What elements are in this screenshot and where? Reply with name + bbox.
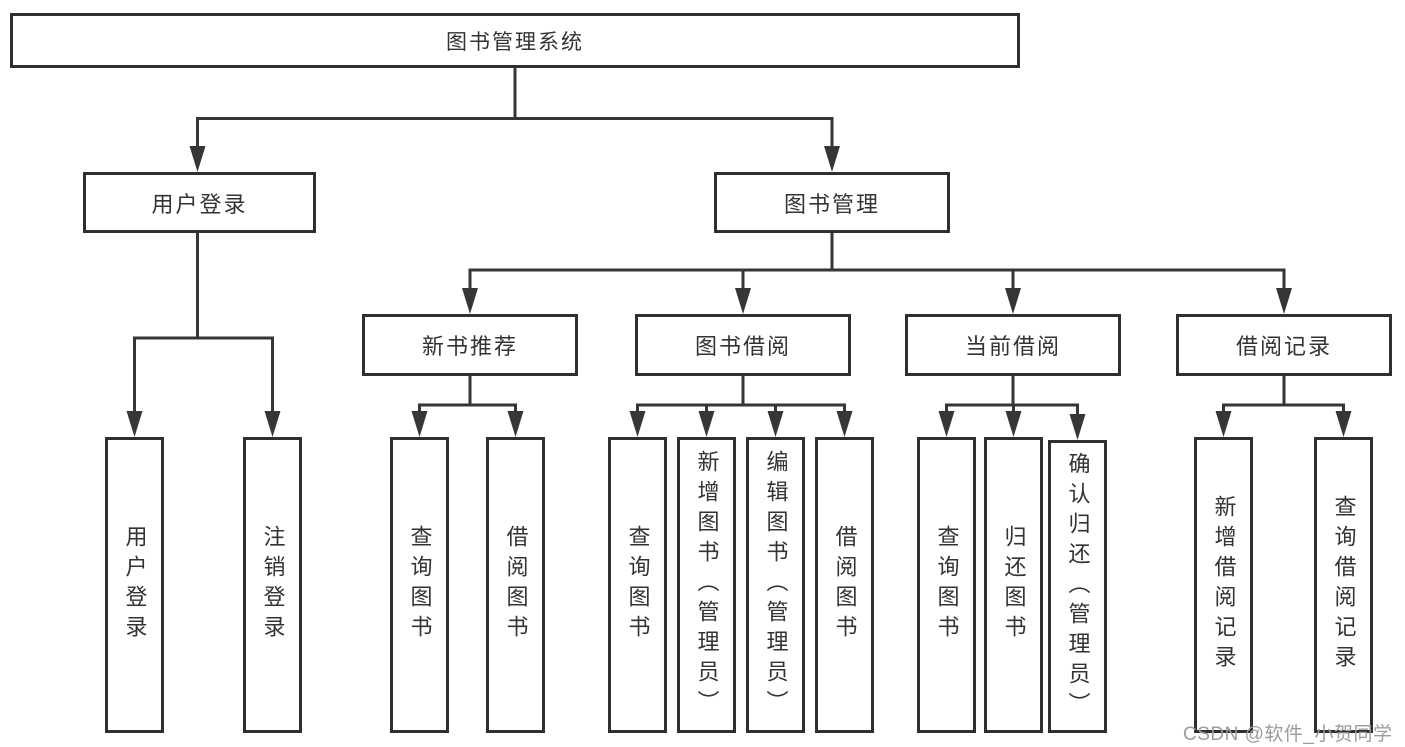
arrow-head: [824, 146, 840, 172]
leaf-user-login: 用户登录: [105, 437, 164, 733]
arrow-head: [629, 411, 646, 437]
arrow-heads: [126, 146, 1352, 440]
leaf-return-book: 归还图书: [984, 437, 1043, 733]
arrow-head: [126, 411, 143, 437]
leaf-edit-book-admin-label: 编辑图书（管理员）: [763, 450, 789, 720]
leaf-add-book-admin-label: 新增图书（管理员）: [694, 450, 720, 720]
arrow-head: [1005, 411, 1022, 437]
leaf-query-borrow-record: 查询借阅记录: [1314, 437, 1373, 733]
leaf-borrow-book: 借阅图书: [815, 437, 874, 733]
arrow-head: [735, 288, 751, 314]
arrow-head: [411, 411, 428, 437]
node-book-borrow: 图书借阅: [635, 314, 851, 376]
leaf-query-book-borrow: 查询图书: [608, 437, 667, 733]
leaf-logout-login: 注销登录: [243, 437, 302, 733]
leaf-query-book-recommend: 查询图书: [390, 437, 449, 733]
leaf-add-borrow-record: 新增借阅记录: [1194, 437, 1253, 733]
leaf-add-borrow-record-label: 新增借阅记录: [1211, 495, 1237, 675]
node-current-borrow-label: 当前借阅: [964, 334, 1061, 359]
arrow-head: [507, 411, 524, 437]
csdn-watermark: CSDN @软件_小贺同学: [1183, 724, 1393, 745]
arrow-head: [1005, 288, 1021, 314]
leaf-add-book-admin: 新增图书（管理员）: [677, 437, 736, 733]
node-new-book-recommend: 新书推荐: [362, 314, 578, 376]
node-borrow-record-label: 借阅记录: [1235, 334, 1332, 359]
leaf-return-book-label: 归还图书: [1001, 525, 1027, 645]
node-new-book-recommend-label: 新书推荐: [421, 334, 518, 359]
leaf-query-book-current-label: 查询图书: [934, 525, 960, 645]
node-root: 图书管理系统: [10, 13, 1020, 68]
node-current-borrow: 当前借阅: [905, 314, 1121, 376]
node-book-management: 图书管理: [714, 172, 950, 233]
leaf-borrow-book-recommend: 借阅图书: [486, 437, 545, 733]
leaf-edit-book-admin: 编辑图书（管理员）: [746, 437, 805, 733]
arrow-head: [1276, 288, 1292, 314]
arrow-head: [264, 411, 281, 437]
leaf-user-login-label: 用户登录: [122, 525, 148, 645]
arrow-head: [462, 288, 478, 314]
arrow-head: [767, 411, 784, 437]
leaf-query-book-borrow-label: 查询图书: [625, 525, 651, 645]
arrow-head: [698, 411, 715, 437]
leaf-query-book-recommend-label: 查询图书: [407, 525, 433, 645]
node-book-borrow-label: 图书借阅: [694, 334, 791, 359]
arrow-head: [1335, 411, 1352, 437]
node-root-label: 图书管理系统: [446, 30, 584, 54]
leaf-borrow-book-label: 借阅图书: [832, 525, 858, 645]
leaf-query-book-current: 查询图书: [917, 437, 976, 733]
arrow-head: [189, 146, 206, 172]
leaf-borrow-book-recommend-label: 借阅图书: [503, 525, 529, 645]
arrow-head: [938, 411, 955, 437]
leaf-confirm-return-admin-label: 确认归还（管理员）: [1065, 451, 1091, 722]
leaf-logout-login-label: 注销登录: [260, 525, 286, 645]
leaf-query-borrow-record-label: 查询借阅记录: [1331, 495, 1357, 675]
connector-segments: [133, 68, 1345, 418]
node-book-management-label: 图书管理: [783, 191, 880, 217]
arrow-head: [836, 411, 853, 437]
leaf-confirm-return-admin: 确认归还（管理员）: [1048, 440, 1107, 733]
arrow-head: [1069, 414, 1086, 440]
node-user-login: 用户登录: [83, 172, 316, 233]
arrow-head: [1215, 411, 1232, 437]
node-user-login-label: 用户登录: [151, 191, 248, 217]
node-borrow-record: 借阅记录: [1176, 314, 1392, 376]
